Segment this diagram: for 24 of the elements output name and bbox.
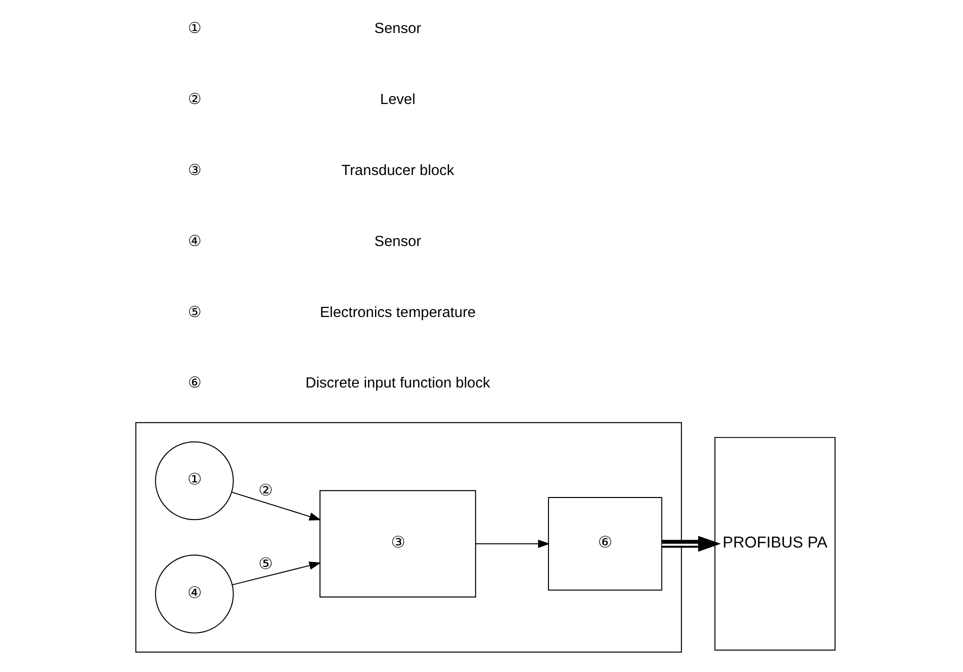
arrow (662, 536, 721, 552)
cluster (135, 422, 682, 653)
label: ② (188, 92, 201, 108)
label: ③ (188, 162, 201, 179)
arrow (232, 562, 322, 586)
label: Sensor (374, 21, 422, 38)
label: Level (380, 92, 416, 108)
label: Transducer block (341, 162, 454, 179)
label: Electronics temperature (320, 304, 476, 321)
node-box: PROFIBUS PA (714, 436, 836, 651)
node-circle: ④ (155, 554, 234, 634)
label: ⑥ (188, 376, 201, 392)
label: ⑤ (188, 304, 201, 321)
label: ④ (188, 234, 201, 250)
arrow (475, 540, 550, 548)
edge-label: ② (258, 482, 272, 500)
arrow (231, 492, 322, 521)
node-circle: ① (155, 441, 234, 520)
edge-label: ⑤ (258, 556, 272, 574)
node-box: ③ (320, 490, 476, 598)
label: Discrete input function block (305, 376, 490, 392)
label: Sensor (374, 234, 422, 250)
label: ① (188, 21, 201, 38)
node-box: ⑥ (548, 497, 662, 591)
